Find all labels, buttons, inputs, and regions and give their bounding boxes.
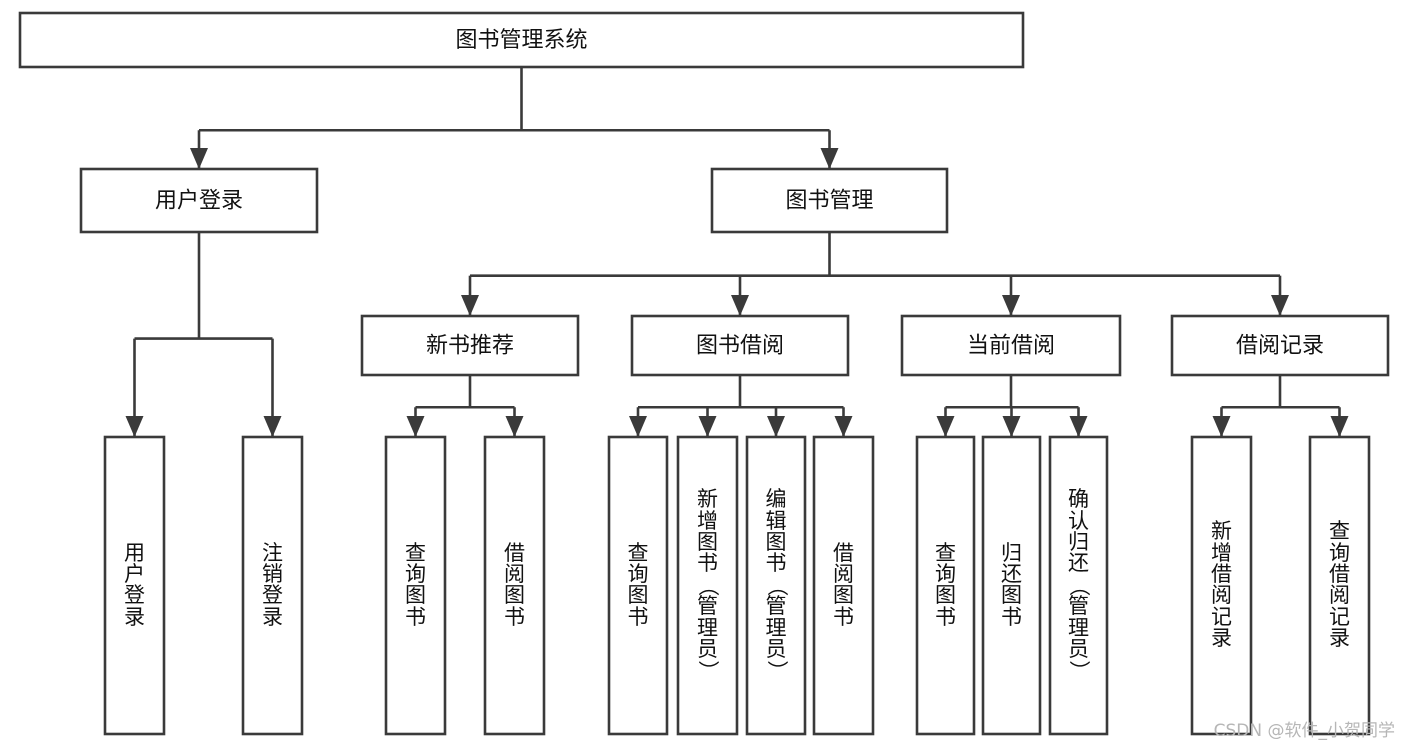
node-box[interactable] (1190, 435, 1253, 736)
arrow-head-icon (936, 416, 955, 437)
node-leaf-query-book-1[interactable] (384, 435, 447, 736)
arrow-head-icon (1002, 416, 1021, 437)
node-box[interactable] (710, 167, 949, 234)
node-user-login[interactable]: 用户登录 (79, 167, 319, 234)
arrow-head-icon (1002, 295, 1020, 316)
edge-layer (125, 67, 1349, 437)
node-leaf-add-record[interactable] (1190, 435, 1253, 736)
node-box[interactable] (384, 435, 447, 736)
node-borrow-record[interactable]: 借阅记录 (1170, 314, 1390, 377)
arrow-head-icon (1271, 295, 1289, 316)
node-leaf-borrow-book-1[interactable] (483, 435, 546, 736)
node-box[interactable] (915, 435, 976, 736)
arrow-head-icon (406, 416, 425, 437)
node-box[interactable] (79, 167, 319, 234)
node-box[interactable] (241, 435, 304, 736)
node-leaf-edit-book[interactable] (745, 435, 807, 736)
arrow-head-icon (190, 148, 208, 169)
arrow-head-icon (1069, 416, 1088, 437)
arrow-head-icon (820, 148, 839, 169)
arrow-head-icon (629, 416, 647, 437)
node-book-borrow[interactable]: 图书借阅 (630, 314, 850, 377)
node-box[interactable] (981, 435, 1042, 736)
node-box[interactable] (607, 435, 669, 736)
node-box[interactable] (360, 314, 580, 377)
arrow-head-icon (834, 416, 853, 437)
node-leaf-user-login[interactable] (103, 435, 166, 736)
arrow-head-icon (263, 416, 282, 437)
node-leaf-query-book-2[interactable] (607, 435, 669, 736)
arrow-head-icon (767, 416, 785, 437)
node-label: 当前借阅 (967, 334, 1055, 359)
node-leaf-logout[interactable] (241, 435, 304, 736)
node-box[interactable] (900, 314, 1122, 377)
node-label: 图书管理系统 (455, 28, 587, 53)
node-book-manage[interactable]: 图书管理 (710, 167, 949, 234)
node-box[interactable] (1308, 435, 1371, 736)
node-new-book-rec[interactable]: 新书推荐 (360, 314, 580, 377)
arrow-head-icon (1330, 416, 1349, 437)
node-box[interactable] (676, 435, 739, 736)
node-label: 图书管理 (785, 189, 873, 214)
arrow-head-icon (125, 416, 144, 437)
arrow-head-icon (505, 416, 524, 437)
node-leaf-query-book-3[interactable] (915, 435, 976, 736)
node-leaf-confirm-return[interactable] (1048, 435, 1109, 736)
arrow-head-icon (461, 295, 479, 316)
node-box[interactable] (18, 11, 1025, 69)
node-box[interactable] (745, 435, 807, 736)
node-leaf-borrow-book-2[interactable] (812, 435, 875, 736)
node-label: 借阅记录 (1236, 334, 1324, 359)
node-box[interactable] (812, 435, 875, 736)
node-leaf-query-record[interactable] (1308, 435, 1371, 736)
arrow-head-icon (731, 295, 749, 316)
node-box[interactable] (1048, 435, 1109, 736)
node-root[interactable]: 图书管理系统 (18, 11, 1025, 69)
arrow-head-icon (1212, 416, 1231, 437)
node-leaf-add-book[interactable] (676, 435, 739, 736)
node-label: 新书推荐 (426, 334, 514, 359)
node-box[interactable] (483, 435, 546, 736)
node-box[interactable] (1170, 314, 1390, 377)
node-box[interactable] (103, 435, 166, 736)
node-label: 用户登录 (155, 189, 243, 214)
node-leaf-return-book[interactable] (981, 435, 1042, 736)
node-label: 图书借阅 (696, 334, 784, 359)
node-box[interactable] (630, 314, 850, 377)
arrow-head-icon (698, 416, 717, 437)
node-current-borrow[interactable]: 当前借阅 (900, 314, 1122, 377)
watermark: CSDN @软件_小贺同学 (1213, 721, 1395, 741)
